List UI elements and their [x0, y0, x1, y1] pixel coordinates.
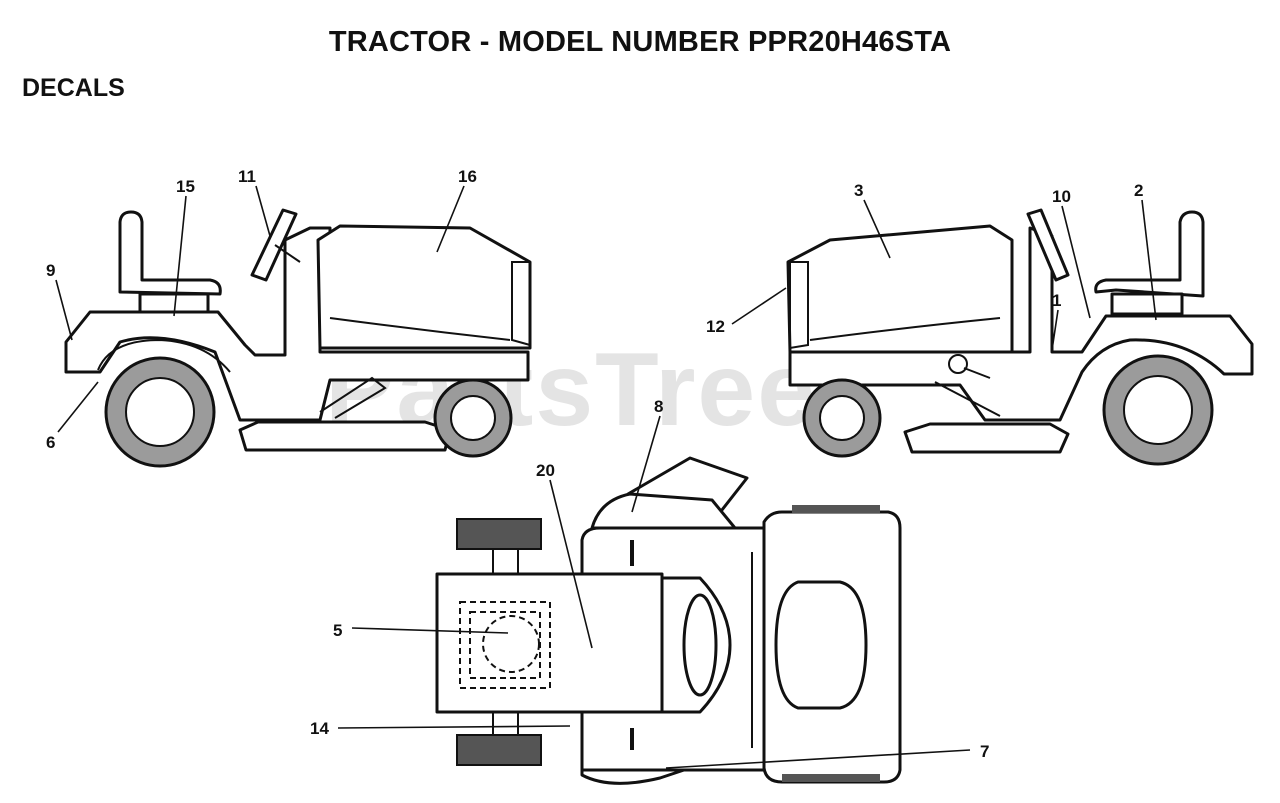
callout-8: 8 — [654, 397, 663, 416]
tractor-right-side-view — [786, 208, 1254, 466]
hood-line — [809, 317, 1001, 341]
callout-10: 10 — [1052, 187, 1071, 206]
seat-back — [1094, 210, 1205, 298]
callout-15: 15 — [176, 177, 195, 196]
hood-line — [329, 317, 511, 341]
callout-1: 1 — [1052, 291, 1061, 310]
steering-wheel — [1026, 208, 1070, 282]
top-right-tire — [456, 734, 542, 766]
grille — [511, 261, 531, 347]
diagram-title: TRACTOR - MODEL NUMBER PPR20H46STA — [328, 26, 952, 58]
rear-fender — [64, 226, 530, 422]
callout-20: 20 — [536, 461, 555, 480]
callout-12: 12 — [706, 317, 725, 336]
callout-16: 16 — [458, 167, 477, 186]
seat-back — [118, 210, 222, 296]
callout-3: 3 — [854, 181, 863, 200]
callout-5: 5 — [333, 621, 342, 640]
callout-9: 9 — [46, 261, 55, 280]
steering-wheel — [250, 208, 298, 282]
callout-6: 6 — [46, 433, 55, 452]
tractor-left-side-view — [64, 208, 532, 468]
fender-arch — [97, 338, 231, 373]
foot-pedal — [319, 376, 387, 419]
steering-wheel-top — [682, 593, 718, 697]
top-left-tire — [456, 518, 542, 550]
callout-2: 2 — [1134, 181, 1143, 200]
grille — [789, 261, 809, 350]
engine-cover — [774, 580, 868, 710]
callout-11: 11 — [238, 167, 256, 186]
deck-front — [590, 492, 737, 530]
foot-pedal — [934, 381, 1001, 417]
hood — [786, 224, 1014, 354]
tractor-top-view — [435, 456, 902, 785]
callout-7: 7 — [980, 742, 989, 761]
rear-fender — [788, 226, 1254, 422]
mower-deck — [903, 422, 1070, 454]
steering-column — [274, 244, 301, 263]
seat-outline — [459, 601, 551, 689]
section-heading: DECALS — [22, 74, 125, 102]
callout-14: 14 — [310, 719, 329, 738]
seat-base — [1110, 292, 1184, 316]
mower-deck — [238, 420, 452, 452]
side-lever-knob — [948, 354, 968, 374]
